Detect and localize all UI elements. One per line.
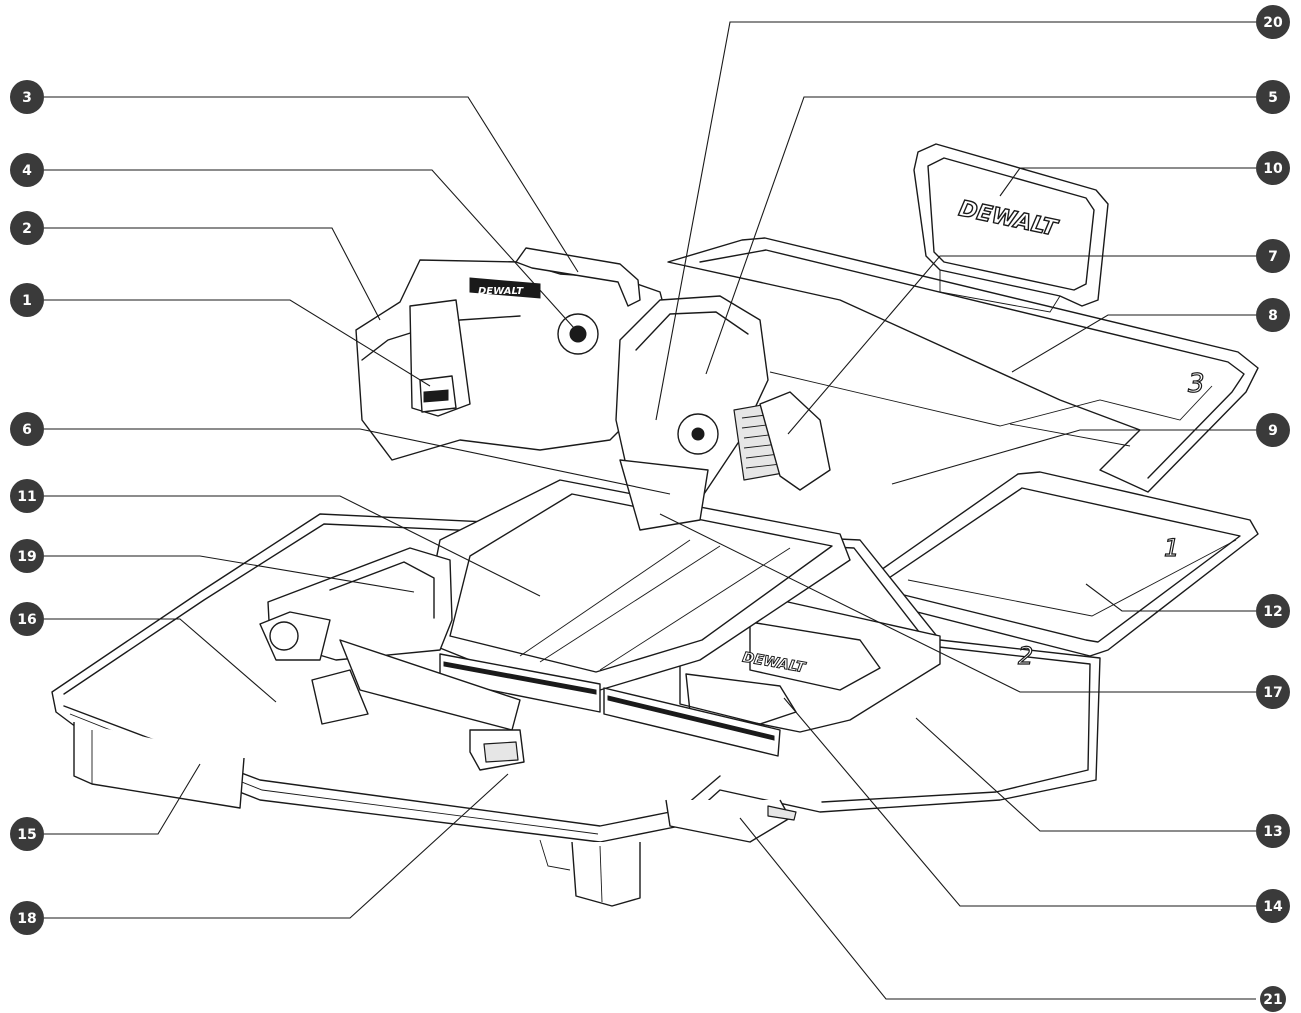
callout-10: 10 xyxy=(1256,151,1290,185)
leader-line-8 xyxy=(1011,314,1256,373)
svg-text:8: 8 xyxy=(1268,308,1278,324)
leader-line-6 xyxy=(44,428,671,495)
leader-line-16 xyxy=(44,618,277,703)
svg-text:19: 19 xyxy=(17,549,36,565)
callout-14: 14 xyxy=(1256,889,1290,923)
leader-line-1 xyxy=(44,299,431,387)
callout-1: 1 xyxy=(10,283,44,317)
svg-text:7: 7 xyxy=(1268,249,1278,265)
svg-text:18: 18 xyxy=(17,911,36,927)
callout-3: 3 xyxy=(10,80,44,114)
callouts-right: 20 5 10 7 8 9 12 17 13 14 21 xyxy=(1256,5,1290,1012)
svg-text:9: 9 xyxy=(1268,423,1278,439)
callout-2: 2 xyxy=(10,211,44,245)
callout-5: 5 xyxy=(1256,80,1290,114)
svg-text:5: 5 xyxy=(1268,90,1278,106)
rip-fence xyxy=(259,547,525,771)
svg-text:15: 15 xyxy=(17,827,36,843)
leader-line-5 xyxy=(705,96,1256,375)
svg-text:16: 16 xyxy=(17,612,36,628)
leader-line-10 xyxy=(999,167,1256,197)
case-number-2: 2 xyxy=(1018,642,1033,670)
svg-text:4: 4 xyxy=(22,163,32,179)
svg-text:14: 14 xyxy=(1263,899,1283,915)
svg-text:11: 11 xyxy=(17,489,36,505)
leader-line-21 xyxy=(739,817,1256,1000)
svg-text:3: 3 xyxy=(22,90,32,106)
leader-line-12 xyxy=(1085,583,1256,612)
leader-line-19 xyxy=(44,555,415,593)
callout-15: 15 xyxy=(10,817,44,851)
callout-20: 20 xyxy=(1256,5,1290,39)
callout-6: 6 xyxy=(10,412,44,446)
leader-line-3 xyxy=(44,96,579,273)
leader-line-20 xyxy=(655,21,1256,421)
callout-7: 7 xyxy=(1256,239,1290,273)
sliding-table xyxy=(419,479,851,757)
callouts-left: 3 4 2 1 6 11 19 16 15 18 xyxy=(10,80,44,935)
leader-lines xyxy=(44,21,1256,1000)
callout-16: 16 xyxy=(10,602,44,636)
case-lid: 3 xyxy=(667,237,1259,493)
case-number-1: 1 xyxy=(1164,534,1179,562)
leader-line-11 xyxy=(44,495,541,597)
leader-line-4 xyxy=(44,169,575,329)
leader-line-9 xyxy=(891,429,1256,485)
leader-line-13 xyxy=(915,717,1256,832)
svg-text:1: 1 xyxy=(22,293,32,309)
leader-line-2 xyxy=(44,227,381,321)
svg-text:13: 13 xyxy=(1263,824,1282,840)
callout-18: 18 xyxy=(10,901,44,935)
callout-12: 12 xyxy=(1256,594,1290,628)
callout-9: 9 xyxy=(1256,413,1290,447)
carry-handle: DEWALT xyxy=(913,143,1109,313)
callout-11: 11 xyxy=(10,479,44,513)
water-tray-pockets: DEWALT xyxy=(679,597,941,733)
callout-19: 19 xyxy=(10,539,44,573)
callout-17: 17 xyxy=(1256,675,1290,709)
callout-13: 13 xyxy=(1256,814,1290,848)
case-number-3: 3 xyxy=(1188,369,1205,399)
side-table-1: 1 xyxy=(857,471,1259,657)
leader-line-7 xyxy=(787,255,1256,435)
callout-8: 8 xyxy=(1256,298,1290,332)
svg-text:20: 20 xyxy=(1263,15,1283,31)
callout-4: 4 xyxy=(10,153,44,187)
leader-line-17 xyxy=(659,513,1256,693)
leader-line-18 xyxy=(44,773,509,919)
tile-saw-illustration: 3 DEWALT 1 2 xyxy=(51,143,1259,907)
svg-text:10: 10 xyxy=(1263,161,1283,177)
svg-text:12: 12 xyxy=(1263,604,1282,620)
blade-assembly xyxy=(615,295,831,531)
svg-text:2: 2 xyxy=(22,221,32,237)
callout-21: 21 xyxy=(1260,986,1286,1012)
svg-text:17: 17 xyxy=(1263,685,1282,701)
svg-text:6: 6 xyxy=(22,422,32,438)
leader-line-14 xyxy=(783,697,1256,907)
svg-text:21: 21 xyxy=(1263,992,1282,1008)
motor-logo: DEWALT xyxy=(478,286,524,297)
leader-line-15 xyxy=(44,763,201,835)
